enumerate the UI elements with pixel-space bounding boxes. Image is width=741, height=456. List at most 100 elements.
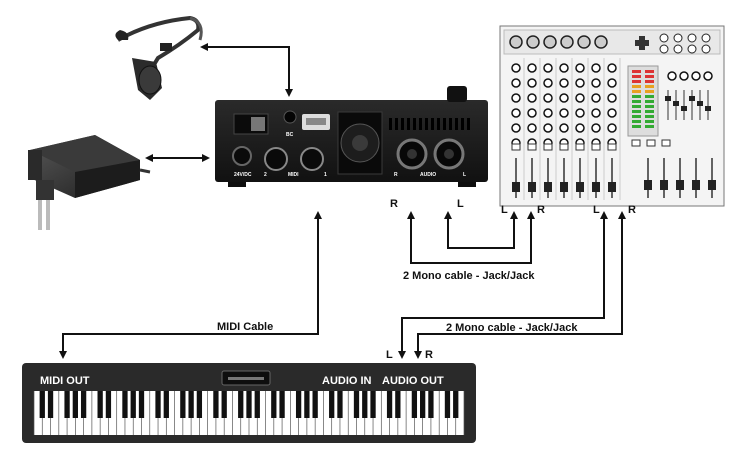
channel-knob — [607, 63, 617, 73]
master-knob — [679, 71, 689, 81]
channel-knob — [559, 108, 569, 118]
channel-knob — [559, 123, 569, 133]
black-key — [138, 391, 145, 418]
meter-led — [645, 90, 654, 93]
keyboard-l-label: L — [386, 349, 393, 361]
channel-knob — [527, 78, 537, 88]
jack-socket — [673, 33, 683, 43]
black-key — [337, 391, 343, 418]
channel-knob — [607, 123, 617, 133]
meter-led — [645, 115, 654, 118]
eq-slider — [697, 101, 703, 106]
black-key — [362, 391, 368, 418]
channel-knob — [607, 108, 617, 118]
xlr-socket — [526, 35, 540, 49]
mixer-l1-label: L — [501, 204, 508, 216]
black-key — [39, 391, 45, 418]
black-key — [295, 391, 302, 418]
black-key — [271, 391, 277, 418]
black-key — [47, 391, 54, 418]
master-fader — [692, 180, 700, 190]
channel-knob — [607, 78, 617, 88]
midi-port-2-label: 2 — [264, 172, 267, 178]
mixer-l2-label: L — [593, 204, 600, 216]
channel-knob — [527, 63, 537, 73]
meter-led — [632, 115, 641, 118]
channel-button — [575, 143, 585, 151]
jack-socket — [659, 33, 669, 43]
audio-l-label: L — [463, 172, 466, 178]
meter-led — [645, 105, 654, 108]
midi-port-1-label: 1 — [324, 172, 327, 178]
module-l-label: L — [457, 198, 464, 210]
mixer-input-sockets — [509, 33, 711, 54]
headset-connection-arrow — [200, 43, 293, 97]
channel-fader — [592, 182, 600, 192]
black-key — [130, 391, 136, 418]
audio-mixer — [499, 25, 725, 207]
meter-led — [645, 110, 654, 113]
eq-slider — [673, 101, 679, 106]
jack-socket — [701, 44, 711, 54]
meter-led — [632, 125, 641, 128]
channel-fader — [560, 182, 568, 192]
midi-keyboard: MIDI OUT AUDIO IN AUDIO OUT — [22, 363, 476, 443]
channel-knob — [527, 93, 537, 103]
meter-led — [632, 105, 641, 108]
meter-led — [645, 125, 654, 128]
black-key — [395, 391, 401, 418]
meter-led — [632, 70, 641, 73]
channel-knob — [511, 63, 521, 73]
meter-led — [645, 75, 654, 78]
black-key — [420, 391, 426, 418]
master-fader — [644, 180, 652, 190]
black-key — [304, 391, 310, 418]
meter-led — [632, 80, 641, 83]
keyboard-r-label: R — [425, 349, 433, 361]
meter-led — [632, 95, 641, 98]
channel-knob — [591, 78, 601, 88]
channel-button — [527, 143, 537, 151]
master-fader — [708, 180, 716, 190]
midi-label: MIDI — [288, 172, 299, 178]
bc-port-label: BC — [286, 132, 294, 138]
channel-knob — [559, 63, 569, 73]
power-port-label: 24V/DC — [234, 172, 252, 178]
black-key — [353, 391, 360, 418]
xlr-socket — [594, 35, 608, 49]
midi-cable-label: MIDI Cable — [217, 321, 273, 333]
channel-knob — [575, 93, 585, 103]
jack-socket — [659, 44, 669, 54]
channel-knob — [543, 108, 553, 118]
keyboard-audio-out-label: AUDIO OUT — [382, 375, 444, 387]
channel-knob — [559, 93, 569, 103]
black-key — [386, 391, 393, 418]
channel-button — [559, 143, 569, 151]
audio-r-label: R — [394, 172, 398, 178]
black-key — [213, 391, 219, 418]
channel-knob — [543, 93, 553, 103]
mixer-level-meters — [632, 70, 654, 128]
mixer-master-faders — [631, 71, 716, 198]
meter-led — [645, 85, 654, 88]
eq-slider — [705, 106, 711, 111]
eq-slider — [689, 96, 695, 101]
master-knob — [691, 71, 701, 81]
headset-illustration — [115, 15, 203, 100]
channel-knob — [591, 123, 601, 133]
black-key — [64, 391, 70, 418]
black-key — [72, 391, 78, 418]
channel-button — [591, 143, 601, 151]
master-knob — [703, 71, 713, 81]
meter-led — [632, 85, 641, 88]
eq-slider — [681, 106, 687, 111]
keyboard-midi-out-label: MIDI OUT — [40, 375, 90, 387]
black-key — [80, 391, 87, 418]
channel-knob — [591, 108, 601, 118]
black-key — [180, 391, 186, 418]
channel-fader — [608, 182, 616, 192]
jack-socket — [687, 44, 697, 54]
channel-button — [607, 143, 617, 151]
jack-socket — [701, 33, 711, 43]
